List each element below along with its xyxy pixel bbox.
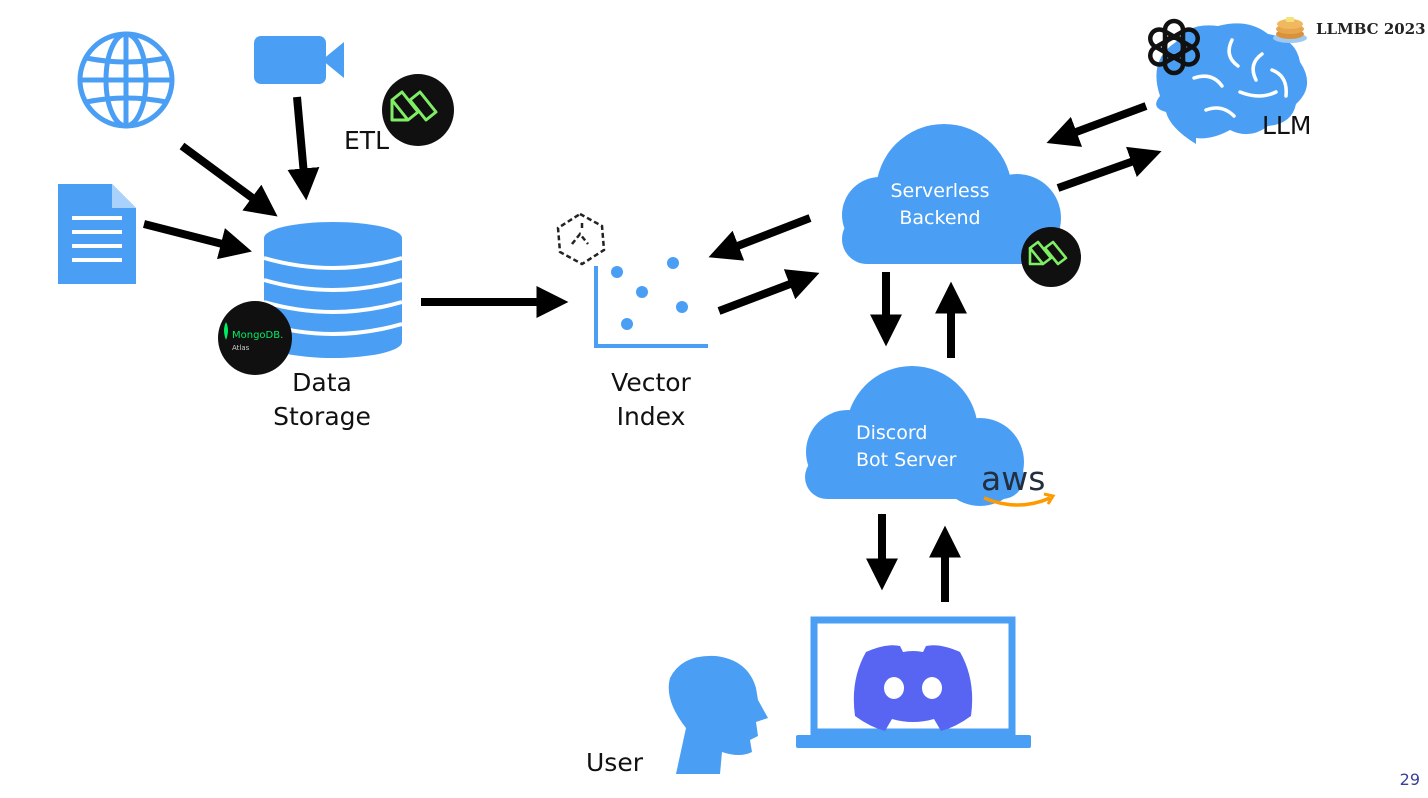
brand-title: LLMBC 2023: [1316, 20, 1426, 38]
arrow-video-to-storage: [287, 96, 320, 201]
svg-text:aws: aws: [981, 459, 1045, 498]
discord-bot-server-label: Discord Bot Server: [856, 420, 956, 473]
video-camera-icon: [254, 36, 344, 84]
globe-icon: [77, 31, 175, 129]
brain-icon: [1156, 23, 1308, 144]
serverless-backend-label-line-2: Backend: [899, 206, 981, 229]
discord-bot-server-label-line-1: Discord: [856, 422, 928, 444]
serverless-backend-label: Serverless Backend: [876, 178, 1004, 231]
llm-label: LLM: [1262, 111, 1312, 140]
arrow-document-to-storage: [143, 220, 252, 260]
arrow-backend-to-index: [708, 214, 812, 261]
mongodb-logo-icon: MongoDB. Atlas: [218, 301, 292, 375]
etl-label: ETL: [344, 126, 389, 155]
arrow-index-to-backend: [717, 269, 820, 315]
discord-bot-server-label-line-2: Bot Server: [856, 448, 957, 471]
openai-logo-icon: [1148, 18, 1200, 76]
svg-text:MongoDB.: MongoDB.: [232, 330, 283, 341]
pancakes-icon: [1273, 17, 1307, 43]
page-number: 29: [1399, 770, 1420, 789]
aws-logo-icon: aws: [981, 459, 1056, 507]
arrows: [143, 96, 1162, 602]
arrow-backend-to-llm: [1056, 146, 1162, 192]
svg-text:Atlas: Atlas: [232, 344, 250, 352]
modal-logo-icon: [382, 74, 454, 146]
vector-index-icon: [556, 212, 708, 348]
vector-index-label-line-1: Vector: [611, 368, 691, 397]
serverless-backend-cloud-icon: [842, 124, 1061, 264]
user-label: User: [586, 748, 643, 777]
arrow-llm-to-backend: [1046, 102, 1148, 147]
user-head-icon: [668, 655, 768, 774]
data-storage-label-line-2: Storage: [273, 401, 371, 431]
discord-bot-server-cloud-icon: [805, 366, 1024, 506]
serverless-backend-label-line-1: Serverless: [890, 180, 990, 202]
modal-logo-icon: [1021, 227, 1081, 287]
discord-logo-icon: [853, 645, 973, 731]
document-icon: [58, 184, 136, 284]
data-storage-label: Data Storage: [254, 366, 390, 434]
database-icon: [263, 222, 403, 358]
arrow-globe-to-storage: [179, 142, 278, 217]
data-storage-label-line-1: Data: [292, 368, 352, 397]
vector-index-label: Vector Index: [588, 366, 714, 434]
brand-header: LLMBC 2023: [1272, 14, 1426, 44]
vector-index-label-line-2: Index: [616, 401, 686, 431]
laptop-icon: [796, 616, 1031, 748]
